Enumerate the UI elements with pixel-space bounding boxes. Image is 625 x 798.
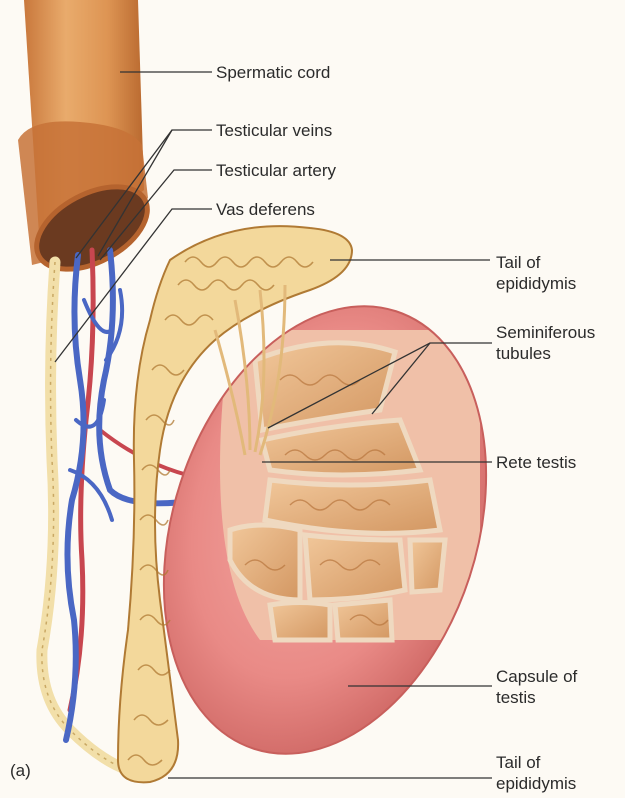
label-vas-deferens: Vas deferens — [216, 199, 315, 220]
vas-deferens-tube — [42, 262, 128, 770]
label-tail-of-epididymis-top: Tail of epididymis — [496, 252, 576, 294]
label-testicular-veins: Testicular veins — [216, 120, 332, 141]
label-tail-of-epididymis-bottom: Tail of epididymis — [496, 752, 576, 794]
label-rete-testis: Rete testis — [496, 452, 576, 473]
panel-letter: (a) — [10, 760, 31, 781]
label-seminiferous-tubules: Seminiferous tubules — [496, 322, 595, 364]
spermatic-cord — [18, 0, 161, 286]
label-testicular-artery: Testicular artery — [216, 160, 336, 181]
label-capsule-of-testis: Capsule of testis — [496, 666, 577, 708]
label-spermatic-cord: Spermatic cord — [216, 62, 330, 83]
